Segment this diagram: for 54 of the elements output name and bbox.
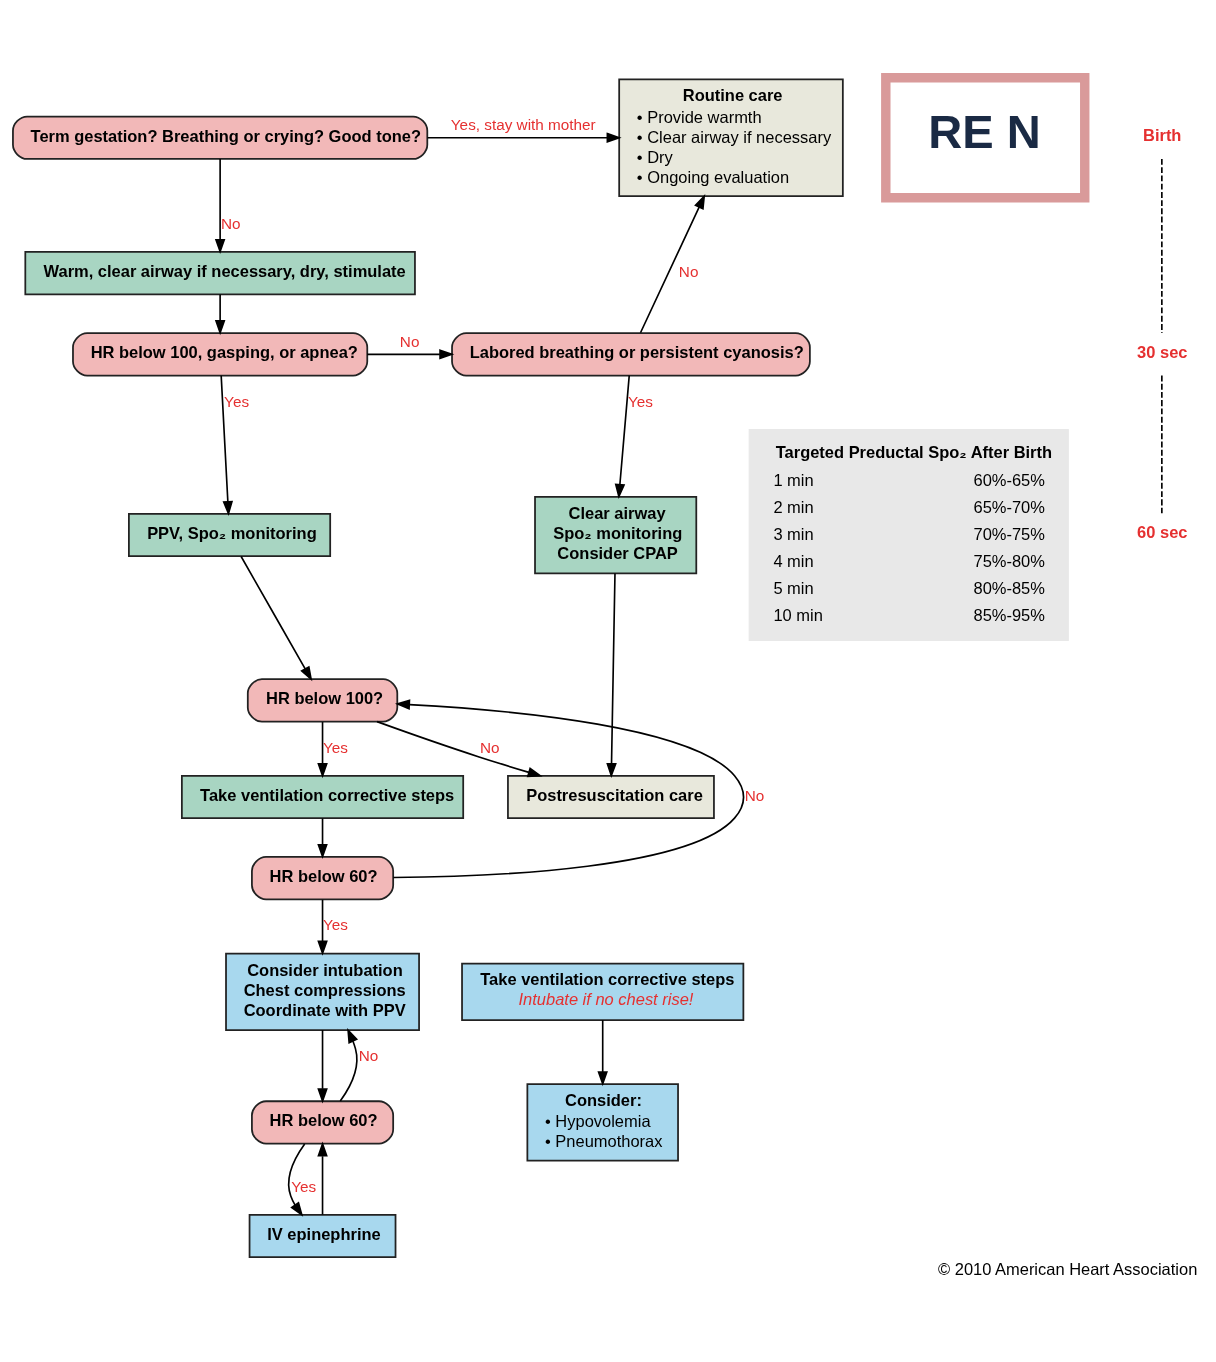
node-box: IV epinephrine (248, 1213, 397, 1259)
node-box: Term gestation? Breathing or crying? Good tone? (12, 115, 429, 160)
node-text: 60 sec (1137, 523, 1188, 542)
arrow (214, 293, 226, 336)
arrow (317, 898, 328, 956)
edge-label: No (744, 786, 765, 804)
arrow (392, 699, 745, 879)
arrow (214, 158, 226, 255)
arrow (240, 555, 313, 682)
arrow (426, 132, 622, 144)
node-box: HR below 100? (246, 678, 399, 723)
edge-label: Yes, stay with mother (450, 115, 596, 133)
arrow (317, 817, 328, 859)
node-box: HR below 60? (251, 856, 395, 901)
arrow (317, 1029, 328, 1104)
node-box: Postresuscitation care (507, 774, 715, 820)
node-box: PPV, Spo₂ monitoring (128, 512, 332, 558)
node-box: Routine care • Provide warmth • Clear airway if necessary • Dry • Ongoing evaluation (618, 78, 844, 197)
edge-label: Yes (323, 738, 348, 756)
connector (1161, 158, 1163, 334)
node-box: Consider: • Hypovolemia • Pneumothorax (526, 1083, 679, 1162)
node-box: Take ventilation corrective steps Intubate if no chest rise! (461, 962, 745, 1021)
arrow (376, 720, 543, 778)
node-box: Warm, clear airway if necessary, dry, stimulate (24, 251, 416, 296)
node-box: HR below 100, gasping, or apnea? (72, 332, 369, 377)
node-box: Clear airway Spo₂ monitoring Consider CPAP (534, 495, 698, 575)
node-box: Take ventilation corrective steps (181, 774, 465, 820)
edge-label: No (358, 1047, 379, 1065)
node-text: Birth (1143, 125, 1182, 144)
edge-label: No (678, 263, 699, 281)
edge-label: No (479, 738, 500, 756)
arrow (339, 1027, 359, 1102)
arrow (639, 194, 706, 334)
node-box: RE N (881, 73, 1090, 203)
arrow (317, 1141, 328, 1216)
arrow (287, 1143, 306, 1217)
arrow (597, 1019, 608, 1087)
edge-label: Yes (627, 392, 653, 410)
arrow (606, 572, 617, 779)
node-box: Labored breathing or persistent cyanosis? (451, 332, 811, 377)
node-text: 30 sec (1137, 342, 1188, 361)
edge-label: Yes (323, 916, 348, 934)
edge-label: No (220, 214, 241, 232)
node-box: HR below 60? (251, 1100, 395, 1145)
connector (1161, 374, 1163, 515)
arrow (220, 374, 234, 517)
arrow (614, 374, 631, 499)
arrow (317, 721, 328, 779)
edge-label: No (399, 332, 420, 350)
caption: © 2010 American Heart Association (938, 1260, 1198, 1279)
node-box: Consider intubation Chest compressions Coordinate with PPV (225, 952, 420, 1031)
edge-label: Yes (291, 1177, 317, 1195)
edge-label: Yes (224, 392, 250, 410)
arrow (366, 349, 455, 360)
